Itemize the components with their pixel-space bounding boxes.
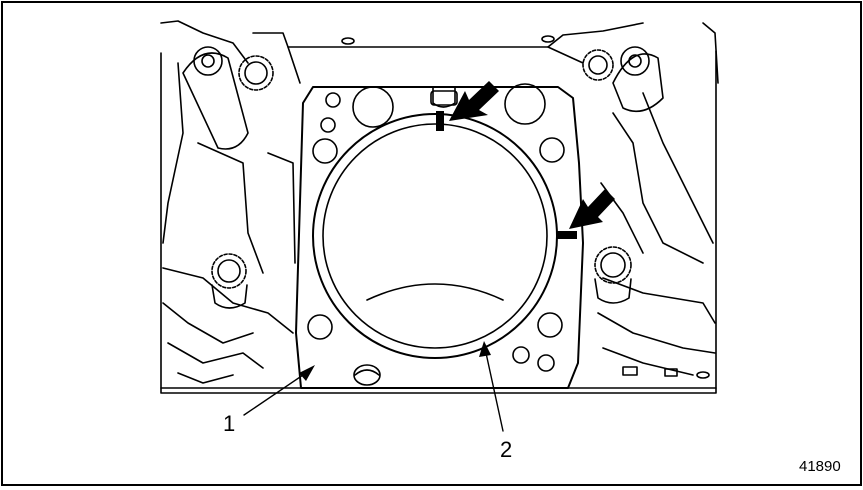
callout-label-1: 1 — [223, 411, 236, 436]
head-gasket — [295, 83, 584, 389]
cylinder-bore — [312, 113, 558, 359]
gasket-notch-markers — [436, 111, 577, 239]
head-bolt-top-left — [182, 46, 274, 150]
head-bolt-bottom-left — [211, 253, 248, 309]
callout-leaders — [243, 341, 504, 432]
figure-number: 41890 — [799, 458, 841, 475]
callout-label-2: 2 — [500, 437, 513, 462]
arrow-top — [449, 81, 499, 121]
cylinder-head-gasket-illustration — [160, 20, 719, 432]
indicator-arrows — [449, 81, 615, 229]
head-bolt-bottom-right — [594, 246, 632, 304]
head-bolt-top-right — [582, 46, 664, 113]
arrow-right — [569, 189, 615, 229]
engine-block — [160, 20, 719, 394]
